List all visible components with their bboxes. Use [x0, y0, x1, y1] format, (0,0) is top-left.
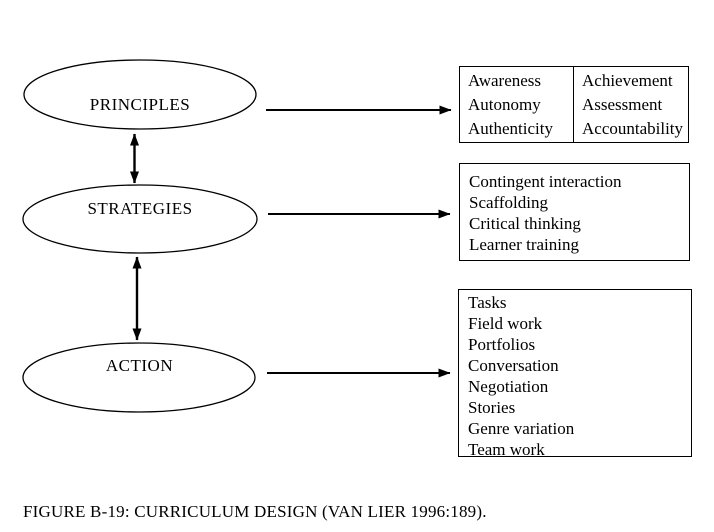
figure-caption: FIGURE B-19: CURRICULUM DESIGN (VAN LIER…: [23, 502, 487, 521]
strategies-box: Contingent interaction Scaffolding Criti…: [459, 163, 690, 261]
strategies-node-label: STRATEGIES: [87, 199, 193, 218]
box-item: Portfolios: [468, 335, 536, 354]
box-item: Awareness: [468, 71, 542, 90]
box-item: Assessment: [582, 95, 663, 114]
box-item: Accountability: [582, 119, 684, 138]
box-item: Genre variation: [468, 419, 575, 438]
box-item: Negotiation: [468, 377, 549, 396]
box-item: Conversation: [468, 356, 559, 375]
box-item: Contingent interaction: [469, 172, 622, 191]
box-item: Scaffolding: [469, 193, 549, 212]
box-item: Achievement: [582, 71, 673, 90]
box-item: Stories: [468, 398, 516, 417]
principles-ellipse: [23, 59, 257, 130]
principles-node-label: PRINCIPLES: [89, 95, 191, 114]
box-item: Autonomy: [468, 95, 541, 114]
box-item: Authenticity: [468, 119, 553, 138]
principles-box-column-1: Awareness Autonomy Authenticity: [460, 67, 573, 142]
box-item: Tasks: [468, 293, 507, 312]
action-ellipse: [22, 342, 256, 413]
principles-box: Awareness Autonomy Authenticity Achievem…: [459, 66, 689, 143]
strategies-ellipse: [22, 184, 258, 254]
action-node-label: ACTION: [105, 356, 174, 375]
box-item: Field work: [468, 314, 543, 333]
principles-box-column-2: Achievement Assessment Accountability: [573, 67, 688, 142]
box-item: Critical thinking: [469, 214, 581, 233]
action-box: Tasks Field work Portfolios Conversation…: [458, 289, 692, 459]
box-item: Learner training: [469, 235, 579, 254]
box-item: Team work: [468, 440, 545, 459]
